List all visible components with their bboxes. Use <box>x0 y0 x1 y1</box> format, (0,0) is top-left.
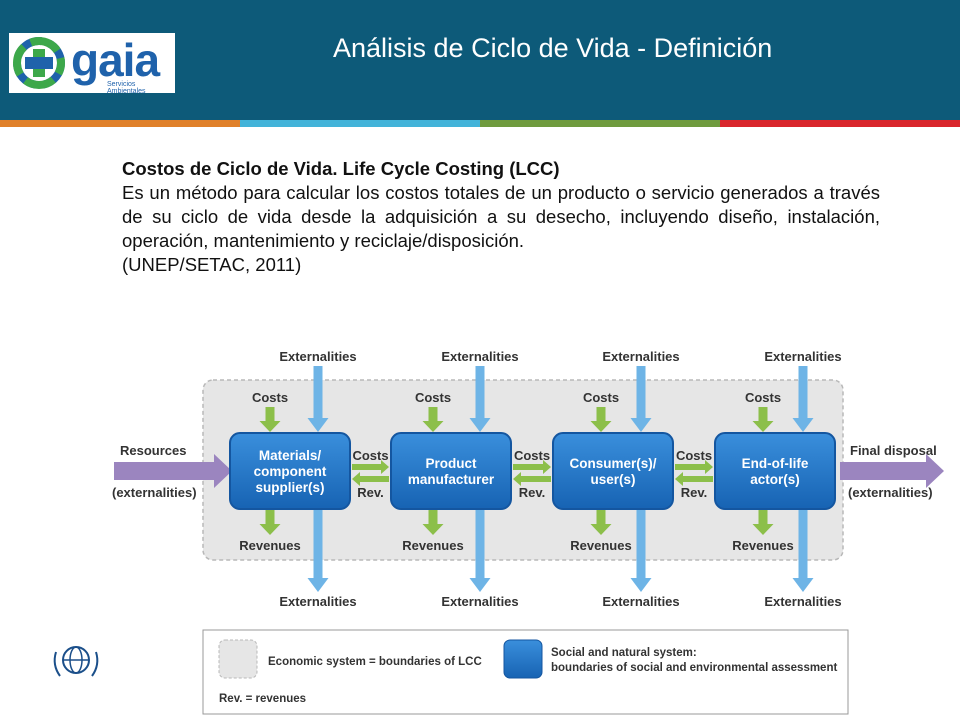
citation: (UNEP/SETAC, 2011) <box>122 254 302 275</box>
actor-box-label: user(s) <box>590 472 635 487</box>
externalities-out-arrow <box>469 509 491 592</box>
logo-subtitle: Servicios Ambientales <box>107 81 146 95</box>
costs-flow-arrow <box>675 460 713 474</box>
revenues-label: Revenues <box>570 538 631 553</box>
costs-label: Costs <box>745 390 781 405</box>
legend-social-label-2: boundaries of social and environmental a… <box>551 662 837 674</box>
actor-box-label: component <box>254 464 327 479</box>
actor-box-label: supplier(s) <box>255 480 324 495</box>
externalities-out-arrow <box>307 509 329 592</box>
costs-in-arrow <box>752 407 774 432</box>
actor-box-label: manufacturer <box>408 472 495 487</box>
externalities-bottom-label: Externalities <box>602 594 679 609</box>
externalities-bottom-label: Externalities <box>764 594 841 609</box>
actor-box-label: End-of-life <box>742 456 809 471</box>
revenue-flow-arrow <box>352 472 389 486</box>
costs-in-arrow <box>259 407 281 432</box>
costs-between-label: Costs <box>352 448 388 463</box>
costs-flow-arrow <box>352 460 389 474</box>
final-disposal-sub-label: (externalities) <box>848 485 933 500</box>
costs-in-arrow <box>590 407 612 432</box>
revenues-out-arrow <box>259 509 281 535</box>
definition-paragraph: Es un método para calcular los costos to… <box>122 182 880 251</box>
stripe-red <box>720 120 960 127</box>
revenues-out-arrow <box>422 509 444 535</box>
actor-box <box>552 432 674 510</box>
logo-wordmark: gaia <box>71 34 160 86</box>
costs-label: Costs <box>583 390 619 405</box>
costs-between-label: Costs <box>514 448 550 463</box>
externalities-bottom-label: Externalities <box>279 594 356 609</box>
externalities-top-label: Externalities <box>441 349 518 364</box>
externalities-in-arrow <box>792 366 814 432</box>
legend-social-label-1: Social and natural system: <box>551 647 697 659</box>
costs-flow-arrow <box>513 460 551 474</box>
legend-economic-label: Economic system = boundaries of LCC <box>268 656 482 668</box>
actor-box-label: Materials/ <box>259 448 322 463</box>
externalities-out-arrow <box>792 509 814 592</box>
actor-box-label: Product <box>425 456 477 471</box>
stripe-orange <box>0 120 240 127</box>
final-disposal-arrow <box>840 454 944 488</box>
externalities-top-label: Externalities <box>602 349 679 364</box>
definition-block: Costos de Ciclo de Vida. Life Cycle Cost… <box>122 157 880 277</box>
legend-social-swatch <box>503 639 543 679</box>
revenues-label: Revenues <box>402 538 463 553</box>
gaia-logo: gaia Servicios Ambientales <box>9 33 175 95</box>
revenue-flow-arrow <box>513 472 551 486</box>
section-heading: Costos de Ciclo de Vida. Life Cycle Cost… <box>122 158 560 179</box>
header-bar: gaia Servicios Ambientales Análisis de C… <box>0 0 960 120</box>
costs-label: Costs <box>252 390 288 405</box>
externalities-top-label: Externalities <box>764 349 841 364</box>
costs-between-label: Costs <box>676 448 712 463</box>
actor-box-label: Consumer(s)/ <box>569 456 656 471</box>
legend-economic-swatch <box>218 639 258 679</box>
costs-in-arrow <box>422 407 444 432</box>
actor-box <box>714 432 836 510</box>
rev-between-label: Rev. <box>681 485 708 500</box>
externalities-out-arrow <box>630 509 652 592</box>
page-title: Análisis de Ciclo de Vida - Definición <box>333 33 773 63</box>
global-compact-logo <box>53 646 99 677</box>
revenues-label: Revenues <box>239 538 300 553</box>
externalities-top-label: Externalities <box>279 349 356 364</box>
revenue-flow-arrow <box>675 472 713 486</box>
resources-sub-label: (externalities) <box>112 485 197 500</box>
revenues-label: Revenues <box>732 538 793 553</box>
resources-arrow <box>114 454 232 488</box>
actor-box <box>390 432 512 510</box>
color-stripe-bar <box>0 120 960 127</box>
recycle-cross-icon <box>13 37 65 89</box>
rev-between-label: Rev. <box>357 485 384 500</box>
rev-between-label: Rev. <box>519 485 546 500</box>
stripe-green <box>480 120 720 127</box>
externalities-in-arrow <box>307 366 329 432</box>
externalities-in-arrow <box>469 366 491 432</box>
legend-box <box>202 629 849 715</box>
externalities-bottom-label: Externalities <box>441 594 518 609</box>
externalities-in-arrow <box>630 366 652 432</box>
actor-box-label: actor(s) <box>750 472 800 487</box>
actor-box <box>229 432 351 510</box>
legend-rev-note: Rev. = revenues <box>219 693 306 705</box>
economic-system-boundary <box>202 379 844 561</box>
revenues-out-arrow <box>752 509 774 535</box>
resources-label: Resources <box>120 443 186 458</box>
stripe-cyan <box>240 120 480 127</box>
costs-label: Costs <box>415 390 451 405</box>
revenues-out-arrow <box>590 509 612 535</box>
final-disposal-label: Final disposal <box>850 443 937 458</box>
